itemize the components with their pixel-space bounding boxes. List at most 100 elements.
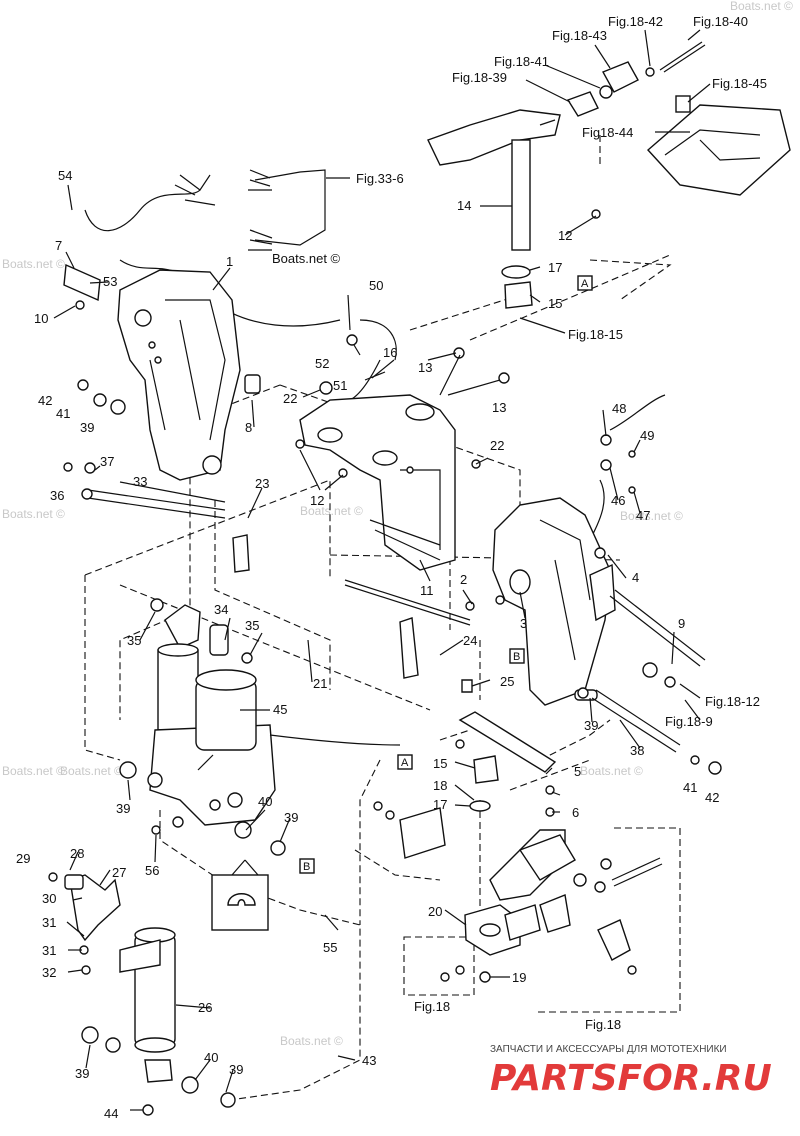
callout-29: 29 bbox=[16, 851, 30, 866]
callout-15a: 15 bbox=[548, 296, 562, 311]
watermark-2: Boats.net © bbox=[2, 507, 65, 521]
marker-a-mid: A bbox=[401, 757, 409, 769]
ref-fig-18-44: Fig18-44 bbox=[582, 125, 633, 140]
callout-39d: 39 bbox=[284, 810, 298, 825]
callout-12b: 12 bbox=[558, 228, 572, 243]
callout-39f: 39 bbox=[229, 1062, 243, 1077]
callout-16: 16 bbox=[383, 345, 397, 360]
steering-arm-assembly bbox=[427, 41, 791, 309]
leader-lines bbox=[53, 29, 711, 1111]
callout-4: 4 bbox=[632, 570, 639, 585]
ref-fig-18-right: Fig.18 bbox=[585, 1017, 621, 1032]
steering-shaft bbox=[511, 139, 531, 251]
ref-fig-18-42: Fig.18-42 bbox=[608, 14, 663, 29]
watermark-5: Boats.net © bbox=[280, 1034, 343, 1048]
callout-1: 1 bbox=[226, 254, 233, 269]
callout-47: 47 bbox=[636, 508, 650, 523]
tilt-cylinder bbox=[157, 649, 199, 731]
callout-12a: 12 bbox=[310, 493, 324, 508]
callout-23: 23 bbox=[255, 476, 269, 491]
callout-45: 45 bbox=[273, 702, 287, 717]
ref-fig-18-40: Fig.18-40 bbox=[693, 14, 748, 29]
callout-56: 56 bbox=[145, 863, 159, 878]
callout-50: 50 bbox=[369, 278, 383, 293]
callout-39a: 39 bbox=[80, 420, 94, 435]
ref-fig-18-9: Fig.18-9 bbox=[665, 714, 713, 729]
swivel-bracket bbox=[299, 394, 456, 571]
callout-41b: 41 bbox=[683, 780, 697, 795]
callout-22a: 22 bbox=[283, 391, 297, 406]
callout-54: 54 bbox=[58, 168, 72, 183]
figure-references: Fig.18-43 Fig.18-42 Fig.18-40 Fig.18-41 … bbox=[272, 14, 767, 1032]
watermark-9: Boats.net © bbox=[730, 0, 793, 13]
watermarks: Boats.net © Boats.net © Boats.net © Boat… bbox=[2, 0, 793, 1048]
marker-b-bottom: B bbox=[303, 861, 310, 873]
callout-41a: 41 bbox=[56, 406, 70, 421]
watermark-4: Boats.net © bbox=[2, 764, 65, 778]
callout-21: 21 bbox=[313, 676, 327, 691]
watermark-7: Boats.net © bbox=[620, 509, 683, 523]
brand-tagline: ЗАПЧАСТИ И АКСЕССУАРЫ ДЛЯ МОТОТЕХНИКИ bbox=[490, 1044, 727, 1055]
marker-a-top: A bbox=[581, 278, 589, 290]
ref-fig-33-6: Fig.33-6 bbox=[356, 171, 404, 186]
bushing bbox=[504, 281, 533, 309]
part-callouts: 1 2 3 4 5 6 7 8 9 10 11 12 12 13 13 14 1… bbox=[16, 168, 719, 1121]
footer-branding: ЗАПЧАСТИ И АКСЕССУАРЫ ДЛЯ МОТОТЕХНИКИ PA… bbox=[490, 1044, 772, 1099]
ptt-unit bbox=[119, 604, 401, 856]
callout-14: 14 bbox=[457, 198, 471, 213]
callout-43: 43 bbox=[362, 1053, 376, 1068]
watermark-8: Boats.net © bbox=[300, 504, 363, 518]
ref-fig-18-45: Fig.18-45 bbox=[712, 76, 767, 91]
callout-53: 53 bbox=[103, 274, 117, 289]
callout-10: 10 bbox=[34, 311, 48, 326]
fig18-box-left bbox=[403, 936, 475, 996]
callout-37: 37 bbox=[100, 454, 114, 469]
callout-30: 30 bbox=[42, 891, 56, 906]
callout-48: 48 bbox=[612, 401, 626, 416]
callout-39c: 39 bbox=[116, 801, 130, 816]
callout-31b: 31 bbox=[42, 943, 56, 958]
callout-19: 19 bbox=[512, 970, 526, 985]
callout-11: 11 bbox=[420, 583, 434, 598]
ref-fig-18-43: Fig.18-43 bbox=[552, 28, 607, 43]
marker-b-right: B bbox=[513, 651, 520, 663]
callout-8: 8 bbox=[245, 420, 252, 435]
callout-40a: 40 bbox=[258, 794, 272, 809]
callout-33: 33 bbox=[133, 474, 147, 489]
box-markers: A A B B bbox=[299, 275, 593, 874]
watermark-1: Boats.net © bbox=[2, 257, 65, 271]
callout-38: 38 bbox=[630, 743, 644, 758]
ref-fig-18-41: Fig.18-41 bbox=[494, 54, 549, 69]
callout-9: 9 bbox=[678, 616, 685, 631]
lower-bracket-assembly bbox=[399, 711, 663, 961]
ref-fig-18-39: Fig.18-39 bbox=[452, 70, 507, 85]
callout-13a: 13 bbox=[418, 360, 432, 375]
callout-52: 52 bbox=[315, 356, 329, 371]
callout-39b: 39 bbox=[584, 718, 598, 733]
callout-5: 5 bbox=[574, 764, 581, 779]
shafts-and-pins bbox=[81, 488, 722, 775]
bushing-ring bbox=[501, 265, 531, 279]
callout-17b: 17 bbox=[433, 797, 447, 812]
callout-17a: 17 bbox=[548, 260, 562, 275]
callout-27: 27 bbox=[112, 865, 126, 880]
watermark-top: Boats.net © bbox=[272, 251, 341, 266]
callout-18: 18 bbox=[433, 778, 447, 793]
watermark-6: Boats.net © bbox=[580, 764, 643, 778]
callout-6: 6 bbox=[572, 805, 579, 820]
bracket-plate bbox=[458, 711, 557, 773]
callout-13b: 13 bbox=[492, 400, 506, 415]
callout-44: 44 bbox=[104, 1106, 118, 1121]
callout-36: 36 bbox=[50, 488, 64, 503]
callout-2: 2 bbox=[460, 572, 467, 587]
callout-7: 7 bbox=[55, 238, 62, 253]
fig-18-44-housing bbox=[646, 104, 791, 196]
callout-15b: 15 bbox=[433, 756, 447, 771]
callout-55: 55 bbox=[323, 940, 337, 955]
callout-24: 24 bbox=[463, 633, 477, 648]
ref-fig-18-15: Fig.18-15 bbox=[568, 327, 623, 342]
fig-18-39-sleeve bbox=[566, 91, 599, 117]
callout-35b: 35 bbox=[245, 618, 259, 633]
callout-22b: 22 bbox=[490, 438, 504, 453]
